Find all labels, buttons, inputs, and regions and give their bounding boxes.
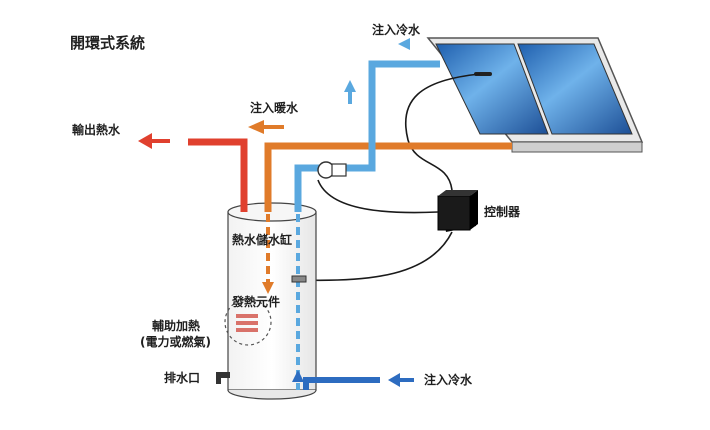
internal-down-arrow-icon xyxy=(262,282,274,294)
warm-in-arrow-icon xyxy=(248,120,264,134)
cold-water-inlet-pipe xyxy=(303,377,380,390)
hot-water-output-pipe xyxy=(188,138,248,212)
hot-water-storage-tank xyxy=(227,202,317,400)
internal-up-arrow-icon xyxy=(292,370,304,382)
label-warm-water-in: 注入暖水 xyxy=(250,100,299,115)
drain-valve xyxy=(216,372,230,384)
cold-water-feed-pipe xyxy=(294,60,440,212)
sensor-wire-tank xyxy=(299,231,453,282)
label-storage-tank: 熱水儲水缸 xyxy=(232,232,292,247)
diagram-title: 開環式系統 xyxy=(70,34,145,52)
label-aux-heat-source: (電力或燃氣) xyxy=(140,334,211,349)
cold-feed-arrow-icon xyxy=(398,38,410,50)
label-controller: 控制器 xyxy=(484,204,521,219)
heating-element-highlight xyxy=(224,298,272,346)
controller-box xyxy=(437,190,478,232)
heating-element xyxy=(236,314,258,332)
circulation-pump xyxy=(317,161,347,179)
cold-inlet-arrow-icon xyxy=(388,373,400,387)
label-drain: 排水口 xyxy=(164,370,200,385)
label-cold-in-top: 注入冷水 xyxy=(372,22,421,37)
label-heating-element: 發熱元件 xyxy=(231,294,280,309)
tank-temperature-sensor xyxy=(291,275,307,283)
label-hot-water-out: 輸出熱水 xyxy=(72,122,121,137)
wire-to-pump xyxy=(317,179,439,214)
solar-collector xyxy=(426,37,644,153)
cold-up-arrow-icon xyxy=(344,80,356,92)
label-cold-in-bottom: 注入冷水 xyxy=(424,372,473,387)
label-aux-heat: 輔助加熱 xyxy=(152,318,200,333)
sensor-wire-collector xyxy=(404,73,481,191)
hot-out-arrow-icon xyxy=(138,133,152,149)
warm-water-return-pipe xyxy=(264,142,512,212)
